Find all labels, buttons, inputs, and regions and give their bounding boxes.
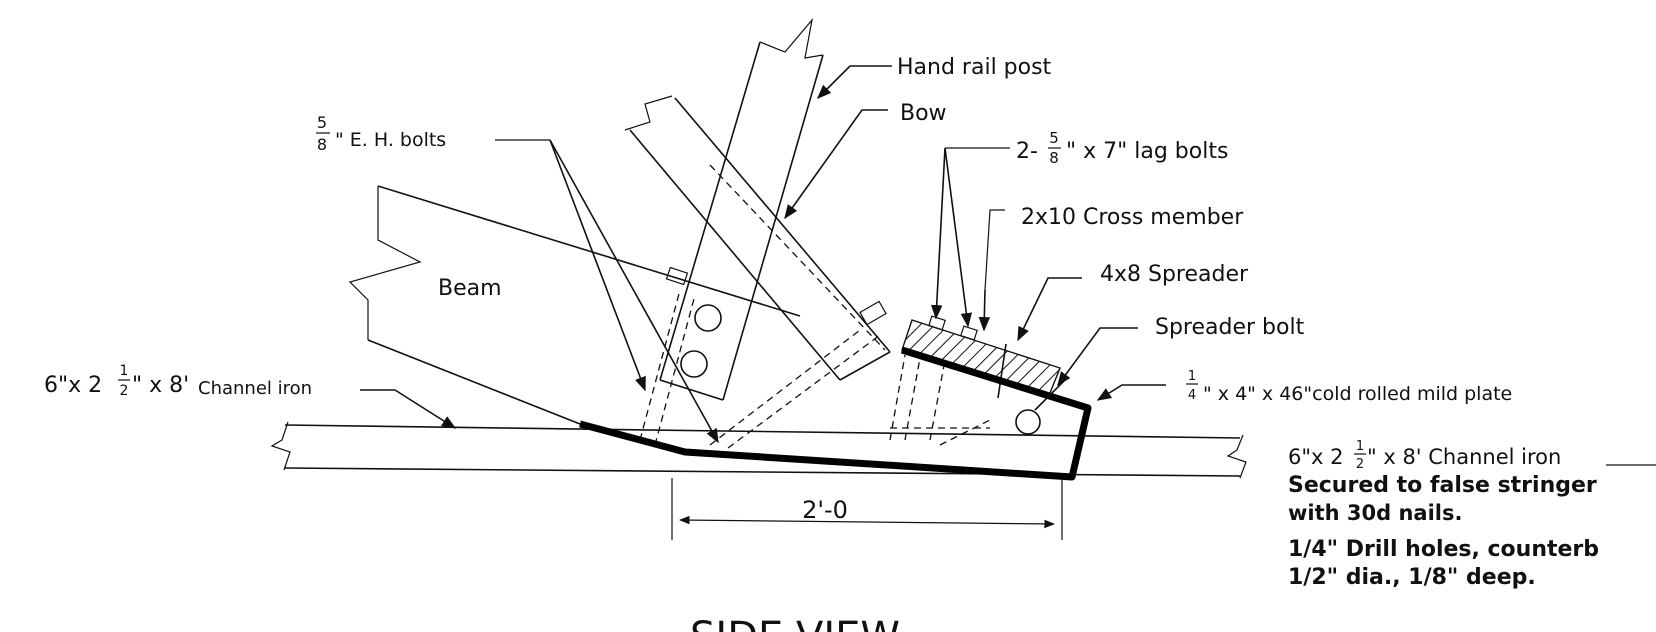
svg-text:2-: 2- [1016,139,1038,164]
view-title: SIDE VIEW [690,614,900,632]
svg-text:4: 4 [1188,388,1196,403]
svg-text:8: 8 [317,135,327,154]
drill-note-line1: 1/4" Drill holes, counterb [1288,537,1599,562]
spreader-label: 4x8 Spreader [1100,262,1249,287]
secured-note-line1: Secured to false stringer [1288,473,1597,498]
dimension-2ft: 2'-0 [671,478,1063,540]
svg-text:2: 2 [1356,457,1364,472]
svg-text:" x 8': " x 8' [132,373,189,398]
dimension-label: 2'-0 [802,496,848,524]
hand-rail-post-label: Hand rail post [897,55,1052,80]
bow [624,95,891,381]
hidden-bolt-lines [639,289,991,449]
leader-lines [360,65,1656,466]
bow-label: Bow [900,101,947,126]
svg-text:2: 2 [120,383,129,399]
svg-text:8: 8 [1049,149,1059,167]
beam [348,185,801,425]
channel-iron [270,421,1247,479]
beam-label: Beam [438,276,502,301]
eh-bolts-label: 5 8 " E. H. bolts [316,113,446,154]
svg-text:1: 1 [1188,369,1196,384]
drill-note-line2: 1/2" dia., 1/8" deep. [1288,565,1536,590]
svg-text:5: 5 [1049,129,1059,147]
lag-bolts-label: 2- 5 8 " x 7" lag bolts [1016,129,1228,167]
svg-text:6"x 2: 6"x 2 [1288,445,1343,469]
svg-text:6"x 2: 6"x 2 [44,373,102,398]
svg-text:" E. H. bolts: " E. H. bolts [335,129,446,151]
svg-text:Channel iron: Channel iron [198,378,312,399]
svg-text:" x 7" lag bolts: " x 7" lag bolts [1066,139,1228,164]
svg-text:" x 4" x 46"cold rolled mild p: " x 4" x 46"cold rolled mild plate [1203,383,1512,405]
svg-text:" x 8' Channel iron: " x 8' Channel iron [1367,445,1561,469]
svg-text:1: 1 [1356,439,1364,454]
channel-iron-left-label: 6"x 2 1 2 " x 8' Channel iron [44,363,312,399]
hand-rail-post [659,17,824,401]
cross-member-label: 2x10 Cross member [1021,205,1244,230]
plate-label: 1 4 " x 4" x 46"cold rolled mild plate [1186,369,1512,405]
secured-note-line2: with 30d nails. [1288,501,1462,525]
spreader-bolt-label: Spreader bolt [1155,315,1305,340]
svg-text:5: 5 [317,113,327,132]
channel-iron-right-label: 6"x 2 1 2 " x 8' Channel iron [1288,439,1561,472]
svg-text:1: 1 [120,363,129,379]
